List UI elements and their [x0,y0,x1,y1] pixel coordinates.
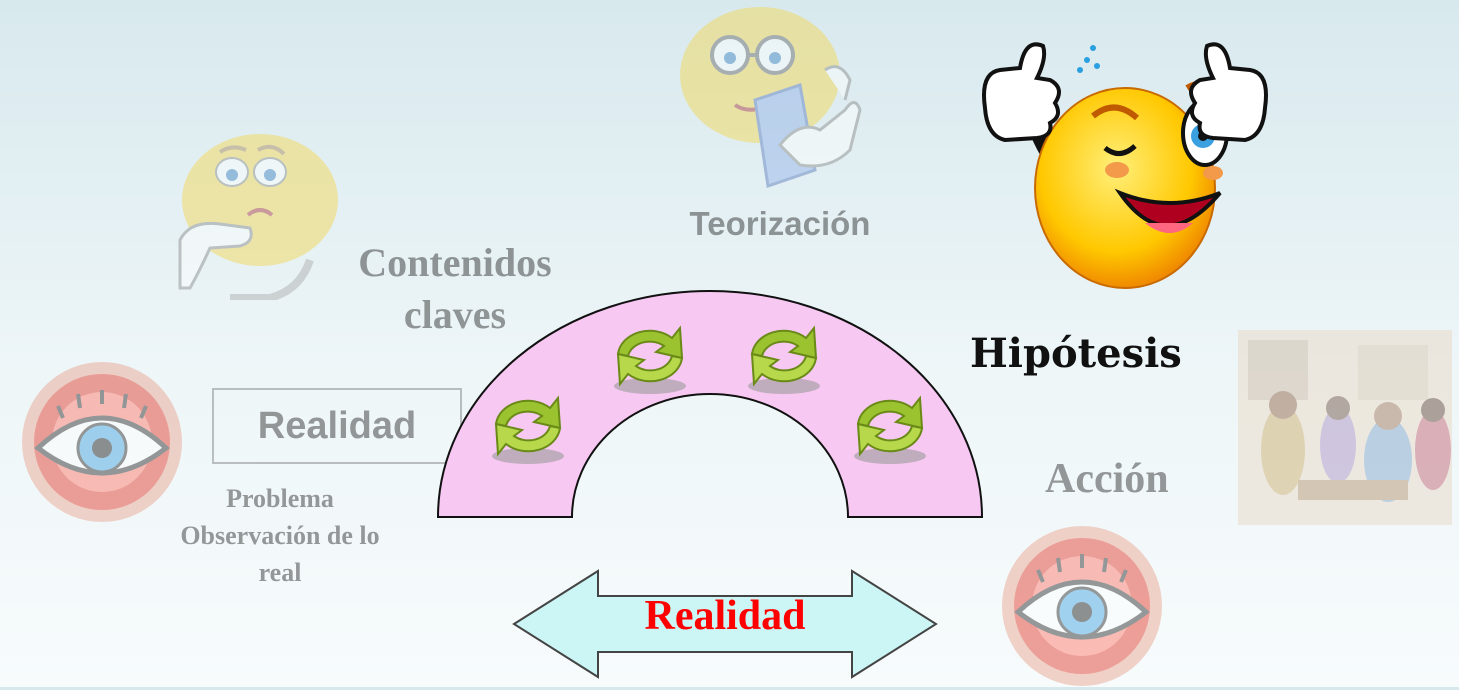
contenidos-line1: Contenidos [358,240,552,285]
accion-label: Acción [1045,456,1169,502]
realidad-box: Realidad [212,388,462,464]
realidad-box-label: Realidad [257,404,417,447]
realidad-arrow-label: Realidad [644,593,806,639]
refresh-cycle-icon [482,388,574,468]
problema-label: Problema Observación de lo real [130,480,430,591]
eye-icon [998,522,1166,690]
refresh-cycle-icon [604,318,696,398]
thinking-smiley-icon [160,120,350,300]
refresh-cycle-icon [844,388,936,468]
realidad-double-arrow: Realidad [510,568,940,680]
refresh-cycle-icon [738,318,830,398]
thumbs-up-smiley-icon [975,18,1275,290]
teacher-smiley-icon [650,0,870,190]
hipotesis-label: Hipótesis [970,330,1182,377]
cycle-arch [430,280,990,520]
meeting-photo [1238,330,1452,525]
eye-icon [18,358,186,526]
problema-line1: Problema [226,484,334,513]
problema-line2: Observación de lo [180,521,380,550]
problema-line3: real [258,558,302,587]
teorizacion-label: Teorización [689,205,871,242]
contenidos-claves-label: Contenidos claves [305,237,605,341]
contenidos-line2: claves [403,292,507,337]
